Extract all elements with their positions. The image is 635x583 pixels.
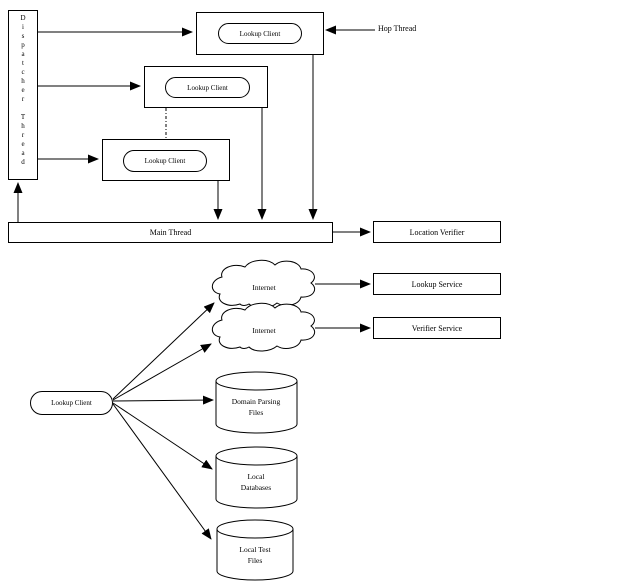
lookup-client-pill-standalone: Lookup Client xyxy=(30,391,113,415)
cylinder-domain-parsing-files-top xyxy=(215,371,298,391)
lookup-service-box: Lookup Service xyxy=(373,273,501,295)
cylinder-domain-parsing-files xyxy=(215,381,298,434)
arrow-client-to-local-db xyxy=(112,402,213,470)
domain-parsing-files-label: Domain Parsing Files xyxy=(231,397,281,417)
dispatcher-thread-box: D i s p a t c h e r T h r e a d xyxy=(8,10,38,180)
main-thread-box: Main Thread xyxy=(8,222,333,243)
arrow-client-to-test-files xyxy=(112,403,212,540)
hop-thread-label: Hop Thread xyxy=(378,24,417,33)
lookup-client-pill-2: Lookup Client xyxy=(165,77,250,98)
cylinder-local-databases-top xyxy=(215,446,298,466)
cylinder-local-test-files-top xyxy=(216,519,294,539)
local-test-files-label: Local Test Files xyxy=(239,545,271,565)
location-verifier-box: Location Verifier xyxy=(373,221,501,243)
lookup-client-pill-3: Lookup Client xyxy=(123,150,207,172)
internet-cloud-1-label: Internet xyxy=(252,283,276,292)
lookup-client-box-2: Lookup Client xyxy=(144,66,268,108)
lookup-client-pill-1: Lookup Client xyxy=(218,23,302,44)
internet-cloud-2-label: Internet xyxy=(252,326,276,335)
cylinder-local-test-files xyxy=(216,529,294,581)
cylinder-local-databases xyxy=(215,456,298,509)
arrow-client-to-cloud2 xyxy=(112,343,212,401)
lookup-client-box-1: Lookup Client xyxy=(196,12,324,55)
arrow-client-to-cloud1 xyxy=(112,302,215,400)
verifier-service-box: Verifier Service xyxy=(373,317,501,339)
lookup-client-box-3: Lookup Client xyxy=(102,139,230,181)
local-databases-label: Local Databases xyxy=(240,472,272,492)
arrow-client-to-domain-files xyxy=(112,395,214,405)
